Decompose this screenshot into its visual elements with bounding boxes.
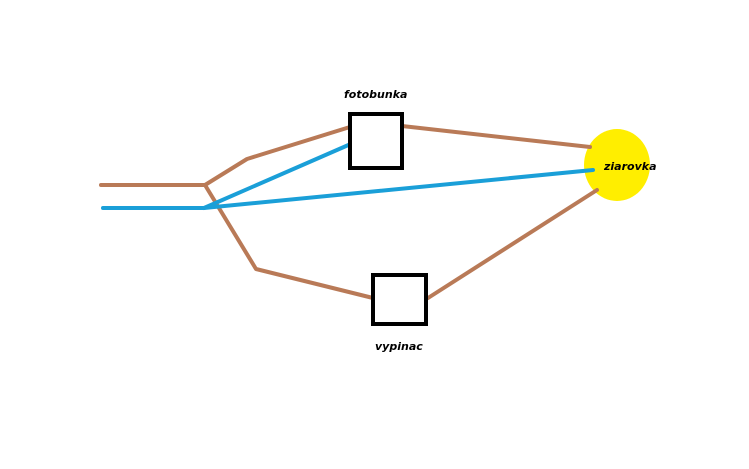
photocell-label: fotobunka bbox=[344, 88, 407, 101]
brown-wire-to-photocell bbox=[203, 125, 352, 187]
brown-wire-photocell-to-bulb bbox=[400, 124, 592, 149]
switch-box bbox=[371, 273, 428, 326]
photocell-box bbox=[348, 112, 404, 170]
blue-wire-to-photocell bbox=[202, 141, 355, 210]
switch-label: vypinac bbox=[375, 340, 423, 353]
blue-wire-to-bulb bbox=[202, 168, 595, 210]
bulb-label: ziarovka bbox=[603, 160, 657, 173]
brown-wire-switch-to-bulb bbox=[426, 188, 599, 300]
bulb-circle bbox=[584, 129, 650, 201]
brown-wire-to-switch bbox=[203, 183, 375, 300]
